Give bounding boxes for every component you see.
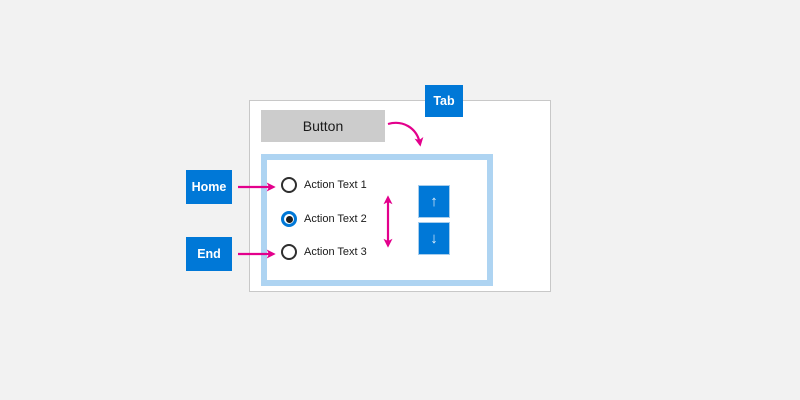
arrow-down-icon: ↓ — [430, 230, 438, 247]
spin-up-button[interactable]: ↑ — [418, 185, 450, 218]
spin-down-button[interactable]: ↓ — [418, 222, 450, 255]
button-control[interactable]: Button — [261, 110, 385, 142]
button-label: Button — [302, 118, 344, 134]
radio-circle-icon — [281, 244, 297, 260]
radio-option-label: Action Text 2 — [304, 213, 367, 225]
radio-option[interactable]: Action Text 3 — [281, 244, 367, 260]
radio-option-label: Action Text 1 — [304, 179, 367, 191]
home-key-badge: Home — [186, 170, 232, 204]
keyboard-focus-frame — [261, 154, 493, 286]
radio-circle-icon — [281, 177, 297, 193]
arrow-up-icon: ↑ — [430, 193, 438, 210]
end-key-badge: End — [186, 237, 232, 271]
radio-option-label: Action Text 3 — [304, 246, 367, 258]
radio-option[interactable]: Action Text 2 — [281, 211, 367, 227]
radio-option[interactable]: Action Text 1 — [281, 177, 367, 193]
radio-circle-icon — [281, 211, 297, 227]
tab-key-badge: Tab — [425, 85, 463, 117]
